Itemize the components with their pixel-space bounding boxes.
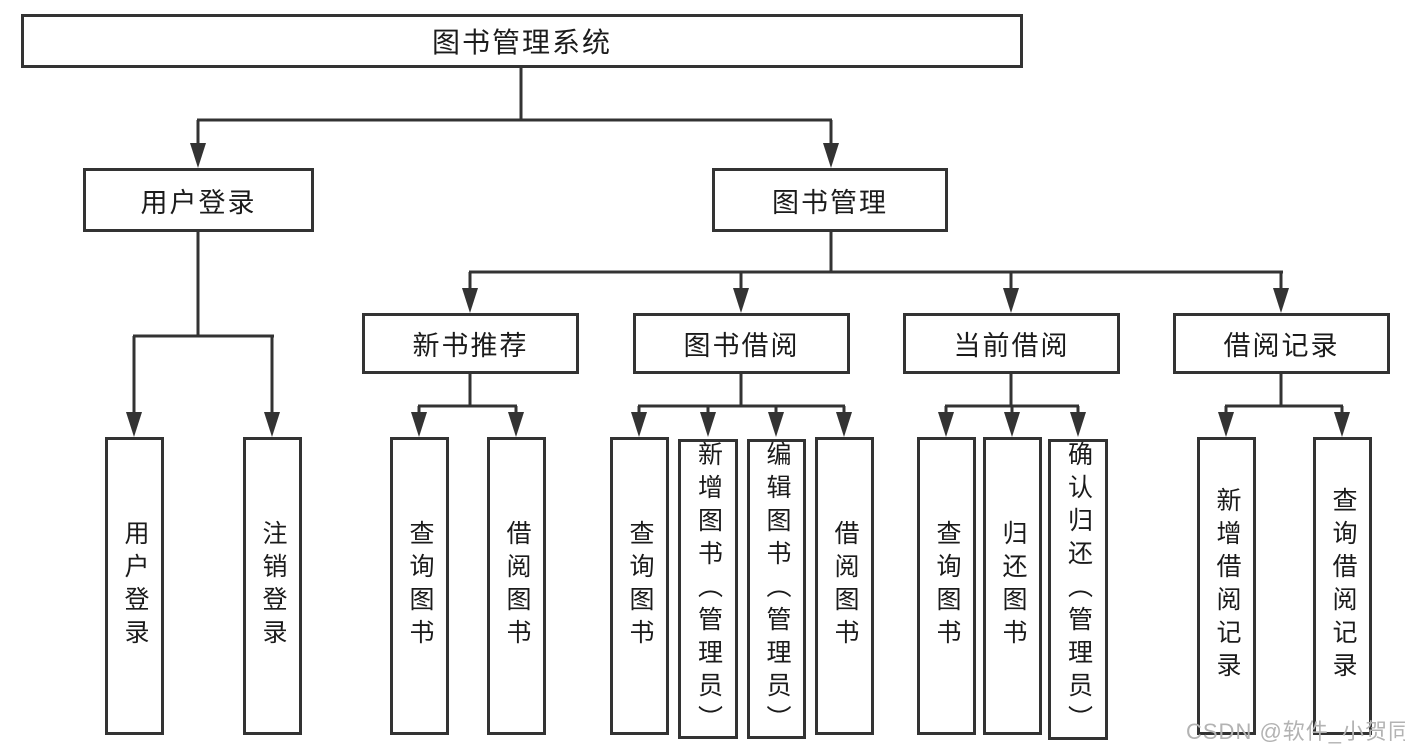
leaf-record-add-borrow-record: 新增借阅记录 bbox=[1197, 437, 1256, 735]
node-book-management: 图书管理 bbox=[712, 168, 948, 232]
node-library-system: 图书管理系统 bbox=[21, 14, 1023, 68]
leaf-newbook-borrow-books: 借阅图书 bbox=[487, 437, 546, 735]
arrowhead bbox=[700, 412, 716, 437]
leaf-record-query-borrow-record: 查询借阅记录 bbox=[1313, 437, 1372, 735]
leaf-borrow-add-books-admin: 新增图书（管理员） bbox=[678, 439, 738, 739]
node-label: 用户登录 bbox=[140, 187, 257, 218]
arrowhead bbox=[126, 412, 142, 437]
arrowhead bbox=[1070, 412, 1086, 437]
node-label: 注销登录 bbox=[259, 520, 287, 652]
arrowhead bbox=[1218, 412, 1234, 437]
edge-book-borrow-group bbox=[637, 374, 846, 420]
node-label: 查询借阅记录 bbox=[1329, 487, 1357, 685]
connector-edges bbox=[132, 68, 1344, 420]
node-label: 新书推荐 bbox=[412, 331, 529, 361]
arrowhead bbox=[823, 143, 839, 168]
leaf-newbook-query-books: 查询图书 bbox=[390, 437, 449, 735]
node-label: 查询图书 bbox=[626, 520, 654, 652]
edge-user-login-group bbox=[132, 232, 274, 420]
arrowhead bbox=[1004, 412, 1020, 437]
leaf-current-query-books: 查询图书 bbox=[917, 437, 976, 735]
node-label: 图书管理系统 bbox=[431, 27, 612, 58]
edge-new-book-group bbox=[417, 374, 518, 420]
arrowhead bbox=[1334, 412, 1350, 437]
node-label: 新增借阅记录 bbox=[1213, 487, 1241, 685]
node-label: 用户登录 bbox=[121, 520, 149, 652]
node-current-borrow: 当前借阅 bbox=[903, 313, 1120, 374]
arrowhead bbox=[264, 412, 280, 437]
leaf-logout: 注销登录 bbox=[243, 437, 302, 735]
node-label: 确认归还（管理员） bbox=[1064, 441, 1093, 738]
node-new-book-recommend: 新书推荐 bbox=[362, 313, 579, 374]
arrowhead bbox=[938, 412, 954, 437]
node-label: 新增图书（管理员） bbox=[694, 440, 723, 738]
connector-arrowheads bbox=[126, 143, 1350, 437]
node-label: 归还图书 bbox=[999, 520, 1027, 652]
leaf-current-confirm-return-admin: 确认归还（管理员） bbox=[1048, 439, 1108, 740]
leaf-current-return-books: 归还图书 bbox=[983, 437, 1042, 735]
arrowhead bbox=[733, 288, 749, 313]
arrowhead bbox=[1273, 288, 1289, 313]
leaf-borrow-query-books: 查询图书 bbox=[610, 437, 669, 735]
arrowhead bbox=[462, 288, 478, 313]
watermark-csdn: CSDN @软件_小贺同学 bbox=[1186, 719, 1405, 744]
leaf-borrow-edit-books-admin: 编辑图书（管理员） bbox=[747, 439, 806, 739]
node-label: 当前借阅 bbox=[953, 331, 1070, 361]
edge-book-mgmt-group bbox=[468, 232, 1283, 292]
leaf-user-login: 用户登录 bbox=[105, 437, 164, 735]
edge-borrow-record-group bbox=[1224, 374, 1344, 420]
node-label: 查询图书 bbox=[933, 520, 961, 652]
arrowhead bbox=[631, 412, 647, 437]
node-user-login: 用户登录 bbox=[83, 168, 314, 232]
arrowhead bbox=[1003, 288, 1019, 313]
arrowhead bbox=[508, 412, 524, 437]
arrowhead bbox=[411, 412, 427, 437]
node-label: 图书管理 bbox=[772, 187, 888, 218]
node-label: 借阅记录 bbox=[1223, 331, 1340, 361]
node-label: 借阅图书 bbox=[503, 520, 531, 652]
edge-root-to-level2 bbox=[196, 68, 833, 150]
arrowhead bbox=[836, 412, 852, 437]
node-book-borrow: 图书借阅 bbox=[633, 313, 850, 374]
leaf-borrow-borrow-books: 借阅图书 bbox=[815, 437, 874, 735]
node-label: 编辑图书（管理员） bbox=[763, 440, 791, 738]
node-label: 查询图书 bbox=[406, 520, 434, 652]
arrowhead bbox=[190, 143, 206, 168]
arrowhead bbox=[768, 412, 784, 437]
node-label: 图书借阅 bbox=[683, 331, 800, 361]
node-borrow-record: 借阅记录 bbox=[1173, 313, 1390, 374]
node-label: 借阅图书 bbox=[831, 520, 859, 652]
